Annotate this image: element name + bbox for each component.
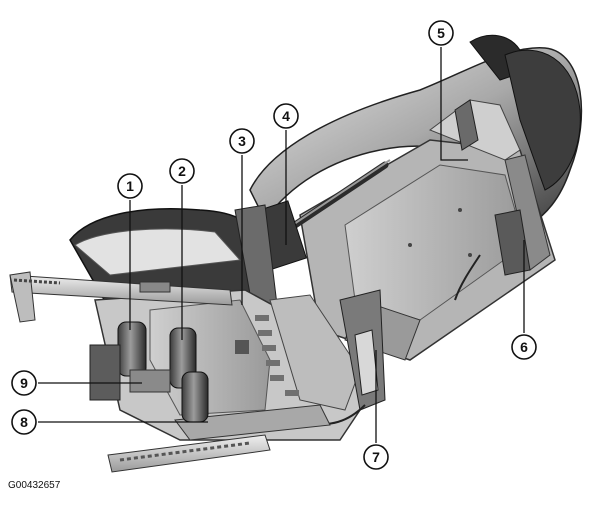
callout-7-number: 7 — [372, 449, 380, 465]
leader-5 — [440, 47, 468, 161]
callout-5-number: 5 — [437, 25, 445, 41]
callout-3: 3 — [229, 128, 255, 154]
backrest-shell — [249, 34, 583, 227]
callout-leaders — [38, 47, 525, 443]
callout-8: 8 — [11, 409, 37, 435]
callout-3-number: 3 — [238, 133, 246, 149]
callout-4: 4 — [273, 103, 299, 129]
lower-seat-track — [107, 404, 331, 473]
callout-8-number: 8 — [20, 414, 28, 430]
motor-cylinders — [89, 321, 209, 423]
callout-1: 1 — [117, 173, 143, 199]
callout-6-number: 6 — [520, 339, 528, 355]
callout-2: 2 — [169, 158, 195, 184]
callout-5: 5 — [428, 20, 454, 46]
callout-4-number: 4 — [282, 108, 290, 124]
callout-9: 9 — [11, 370, 37, 396]
callout-6: 6 — [511, 334, 537, 360]
callout-1-number: 1 — [126, 178, 134, 194]
callout-2-number: 2 — [178, 163, 186, 179]
callout-7: 7 — [363, 444, 389, 470]
seat-side-slots — [255, 315, 299, 396]
backrest-frame — [299, 99, 556, 361]
figure-reference-code: G00432657 — [8, 480, 61, 491]
callout-9-number: 9 — [20, 375, 28, 391]
upper-seat-track — [9, 271, 233, 323]
